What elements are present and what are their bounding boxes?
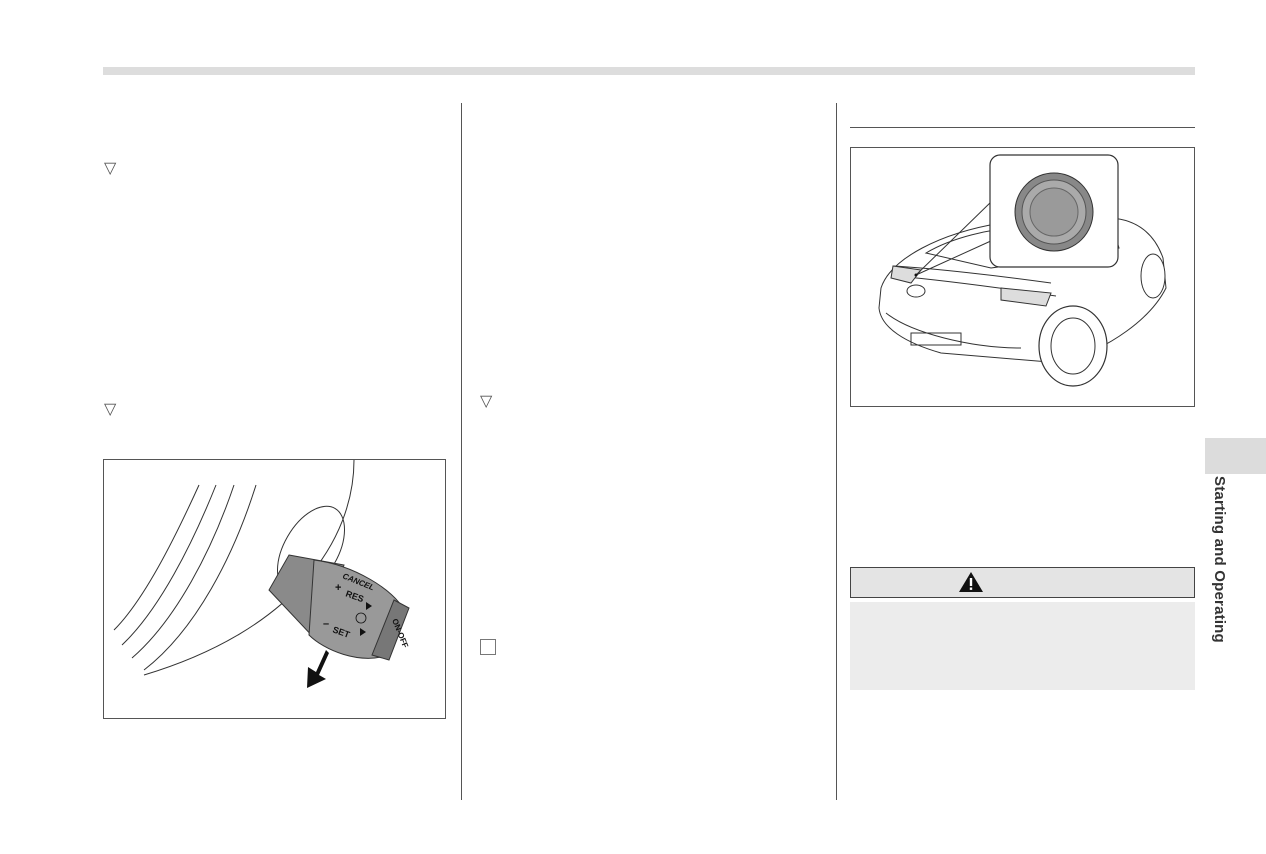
- warning-body: [850, 602, 1195, 690]
- square-bullet-icon: [480, 639, 496, 655]
- caution-triangle-icon: ▽: [104, 401, 117, 418]
- lever-label-plus: +: [335, 582, 341, 594]
- caution-triangle-icon: ▽: [480, 393, 493, 410]
- cruise-control-lever-illustration: CANCEL + RES – SET ON-OFF: [113, 460, 410, 688]
- pull-arrow-icon: [307, 650, 329, 688]
- chapter-label: Starting and Operating: [1211, 476, 1228, 643]
- lever-label-minus: –: [323, 618, 329, 630]
- section-rule: [850, 127, 1195, 128]
- rear-car-figure: [850, 147, 1195, 407]
- warning-triangle-icon: [959, 572, 983, 592]
- chapter-tab: [1205, 438, 1266, 474]
- header-bar: [103, 67, 1195, 75]
- cruise-icon: [355, 612, 367, 624]
- caution-triangle-icon: ▽: [104, 160, 117, 177]
- column-divider-left: [461, 103, 462, 800]
- cruise-control-lever-figure: CANCEL + RES – SET ON-OFF: [103, 459, 446, 719]
- warning-header: [850, 567, 1195, 598]
- column-divider-right: [836, 103, 837, 800]
- rear-car-illustration: [878, 154, 1167, 387]
